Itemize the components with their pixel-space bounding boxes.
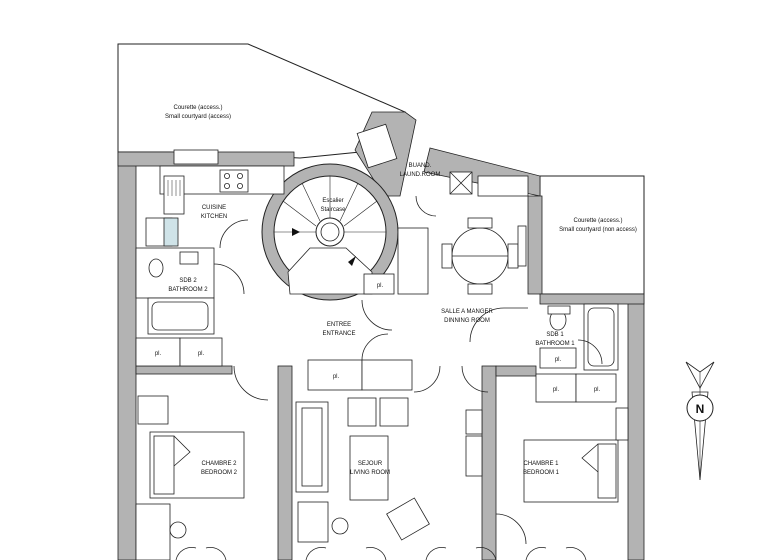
closets bbox=[135, 273, 617, 403]
courtyard-non-access-area bbox=[539, 175, 645, 295]
bedroom1-furniture bbox=[523, 407, 629, 503]
dining-table-set bbox=[397, 217, 528, 343]
bedroom2-label-en: BEDROOM 2 bbox=[201, 470, 238, 476]
courtyard-non-access-label-fr: Courette (access.) bbox=[573, 218, 622, 224]
bedroom1-label-fr: CHAMBRE 1 bbox=[523, 461, 559, 467]
bottom-windows bbox=[175, 547, 587, 560]
north-arrow-icon: N bbox=[685, 361, 715, 481]
entrance-label-fr: ENTREE bbox=[327, 322, 351, 328]
closet-label: pl. bbox=[555, 357, 562, 363]
closet-label: pl. bbox=[155, 351, 162, 357]
room-labels: Courette (access.) Small courtyard (acce… bbox=[165, 105, 637, 476]
bedroom2-furniture bbox=[135, 395, 245, 560]
closet-label: pl. bbox=[198, 351, 205, 357]
bathroom2-label-en: BATHROOM 2 bbox=[168, 287, 208, 293]
bathroom2-label-fr: SDB 2 bbox=[179, 278, 197, 284]
closet-label: pl. bbox=[377, 283, 384, 289]
dining-label-en: DINNING ROOM bbox=[444, 318, 490, 324]
living-label-fr: SEJOUR bbox=[358, 461, 383, 467]
kitchen-label-en: KITCHEN bbox=[201, 214, 227, 220]
closet-label: pl. bbox=[594, 387, 601, 393]
bedroom2-label-fr: CHAMBRE 2 bbox=[201, 461, 237, 467]
living-label-en: LIVING ROOM bbox=[350, 470, 390, 476]
bedroom1-label-en: BEDROOM 1 bbox=[523, 470, 560, 476]
dining-label-fr: SALLE A MANGER bbox=[441, 309, 493, 315]
kitchen-area bbox=[145, 149, 285, 249]
courtyard-non-access-label-en: Small courtyard (non access) bbox=[559, 227, 637, 233]
bathroom1-area bbox=[547, 303, 619, 371]
living-room-furniture bbox=[295, 397, 527, 545]
laundry-label-en: LAUND.ROOM bbox=[400, 172, 441, 178]
compass-label: N bbox=[696, 402, 705, 416]
bathroom2-area bbox=[135, 247, 245, 335]
laundry-area bbox=[356, 123, 529, 217]
kitchen-label-fr: CUISINE bbox=[202, 205, 226, 211]
laundry-label-fr: BUAND. bbox=[409, 163, 432, 169]
courtyard-access-label-en: Small courtyard (access) bbox=[165, 114, 231, 120]
staircase bbox=[261, 163, 399, 301]
bathroom1-label-en: BATHROOM 1 bbox=[535, 341, 575, 347]
closet-labels: pl. pl. pl. pl. pl. pl. pl. bbox=[155, 283, 601, 393]
closet-label: pl. bbox=[553, 387, 560, 393]
courtyard-access-label-fr: Courette (access.) bbox=[173, 105, 222, 111]
staircase-label-fr: Escalier bbox=[322, 198, 343, 204]
entrance-label-en: ENTRANCE bbox=[322, 331, 355, 337]
closet-label: pl. bbox=[333, 374, 340, 380]
entrance-doors bbox=[233, 299, 489, 401]
staircase-label-en: Staircase bbox=[320, 207, 346, 213]
bathroom1-label-fr: SDB 1 bbox=[546, 332, 564, 338]
